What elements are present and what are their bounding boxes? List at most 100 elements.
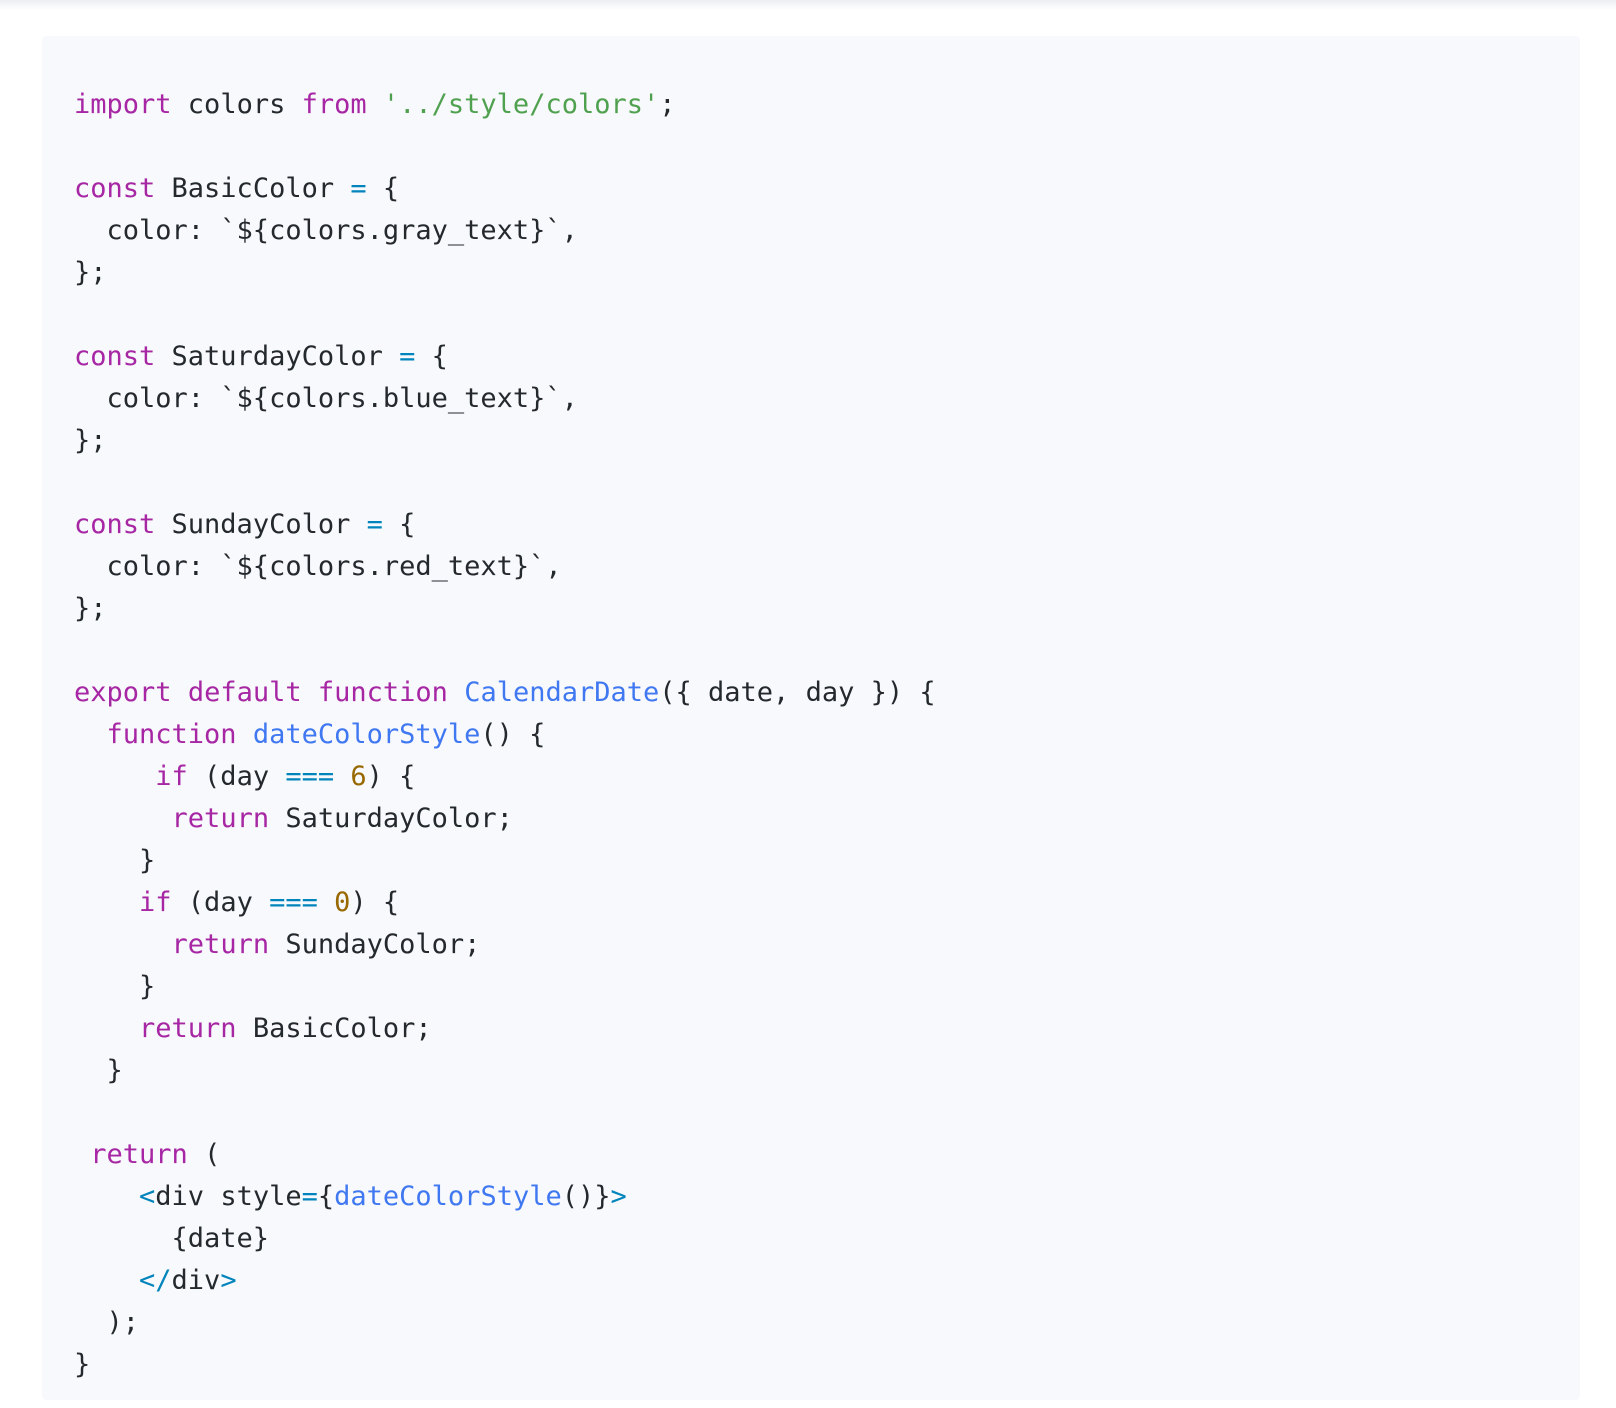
code-token: BasicColor; (236, 1013, 432, 1044)
code-token: } (74, 845, 156, 876)
code-token (172, 677, 188, 708)
code-line: return ( (74, 1134, 1580, 1176)
code-line: } (74, 966, 1580, 1008)
code-token: } (74, 1349, 91, 1380)
code-token: return (90, 1139, 188, 1170)
code-token: function (317, 677, 448, 708)
code-line: export default function CalendarDate({ d… (74, 672, 1580, 714)
code-token: from (301, 89, 367, 120)
code-token: { (317, 1181, 335, 1212)
code-token: if (155, 761, 188, 792)
code-token: }; (74, 425, 107, 456)
code-token: div style (155, 1181, 302, 1212)
code-token: function (106, 719, 237, 750)
code-line (74, 294, 1580, 336)
code-line: ); (74, 1302, 1580, 1344)
code-line: } (74, 1344, 1580, 1386)
code-token (74, 1181, 139, 1212)
code-token (74, 1139, 90, 1170)
code-token (74, 761, 155, 792)
code-token: SundayColor (155, 509, 367, 540)
code-token: = (366, 509, 383, 540)
code-token: > (610, 1181, 627, 1212)
code-token: = (301, 1181, 318, 1212)
code-token: div (171, 1265, 221, 1296)
code-token: ({ date, day }) { (659, 677, 936, 708)
code-line: color: `${colors.gray_text}`, (74, 210, 1580, 252)
code-token: dateColorStyle (334, 1181, 562, 1212)
code-token: } (74, 1055, 123, 1086)
code-token: 6 (350, 761, 367, 792)
code-token: () { (480, 719, 546, 750)
code-token: return (171, 929, 270, 960)
code-token (74, 929, 172, 960)
code-token: ()} (561, 1181, 611, 1212)
code-token: import (74, 89, 172, 120)
code-block: import colors from '../style/colors'; con… (42, 36, 1580, 1400)
code-line: return BasicColor; (74, 1008, 1580, 1050)
code-token: { (382, 509, 416, 540)
code-line: if (day === 6) { (74, 756, 1580, 798)
code-line: } (74, 840, 1580, 882)
code-token: === (269, 887, 318, 918)
code-token: (day (187, 761, 286, 792)
code-token (448, 677, 464, 708)
code-token: const (74, 341, 156, 372)
code-token: colors (171, 89, 302, 120)
code-token: const (74, 509, 156, 540)
top-shadow (0, 0, 1616, 10)
code-token: }; (74, 257, 107, 288)
code-token (237, 719, 253, 750)
code-token: '../style/colors' (382, 89, 660, 120)
code-token: SaturdayColor; (269, 803, 513, 834)
code-token (302, 677, 318, 708)
code-line: import colors from '../style/colors'; (74, 84, 1580, 126)
code-line: return SaturdayColor; (74, 798, 1580, 840)
code-token: if (139, 887, 172, 918)
code-token: ) { (366, 761, 416, 792)
code-token: { (366, 173, 400, 204)
code-token: SaturdayColor (155, 341, 400, 372)
code-line: const SundayColor = { (74, 504, 1580, 546)
code-token: color: `${colors.blue_text}`, (74, 383, 578, 414)
code-content: import colors from '../style/colors'; con… (74, 84, 1580, 1386)
code-token: ; (659, 89, 676, 120)
code-line (74, 462, 1580, 504)
code-token: color: `${colors.red_text}`, (74, 551, 562, 582)
code-token: > (220, 1265, 237, 1296)
code-line: }; (74, 420, 1580, 462)
code-line: return SundayColor; (74, 924, 1580, 966)
code-token (367, 89, 383, 120)
code-token: 0 (334, 887, 351, 918)
code-token: BasicColor (155, 173, 351, 204)
code-line: function dateColorStyle() { (74, 714, 1580, 756)
code-line: color: `${colors.blue_text}`, (74, 378, 1580, 420)
code-token: {date} (74, 1223, 270, 1254)
code-line (74, 126, 1580, 168)
code-token: return (139, 1013, 237, 1044)
code-line: const BasicColor = { (74, 168, 1580, 210)
code-token (74, 803, 172, 834)
code-token (334, 761, 350, 792)
code-line: } (74, 1050, 1580, 1092)
code-token: < (139, 1181, 156, 1212)
code-token: ( (187, 1139, 221, 1170)
code-token: = (350, 173, 367, 204)
code-token: const (74, 173, 156, 204)
code-token: </ (139, 1265, 172, 1296)
code-line: <div style={dateColorStyle()}> (74, 1176, 1580, 1218)
code-line: }; (74, 252, 1580, 294)
code-token (74, 719, 107, 750)
code-token: ); (74, 1307, 140, 1338)
code-line: </div> (74, 1260, 1580, 1302)
code-line (74, 630, 1580, 672)
code-token (318, 887, 334, 918)
code-token: dateColorStyle (252, 719, 481, 750)
code-token: }; (74, 593, 107, 624)
code-token: (day (171, 887, 270, 918)
code-line: {date} (74, 1218, 1580, 1260)
code-token: export (74, 677, 172, 708)
code-token: SundayColor; (269, 929, 481, 960)
code-token: return (171, 803, 270, 834)
code-token: } (74, 971, 156, 1002)
